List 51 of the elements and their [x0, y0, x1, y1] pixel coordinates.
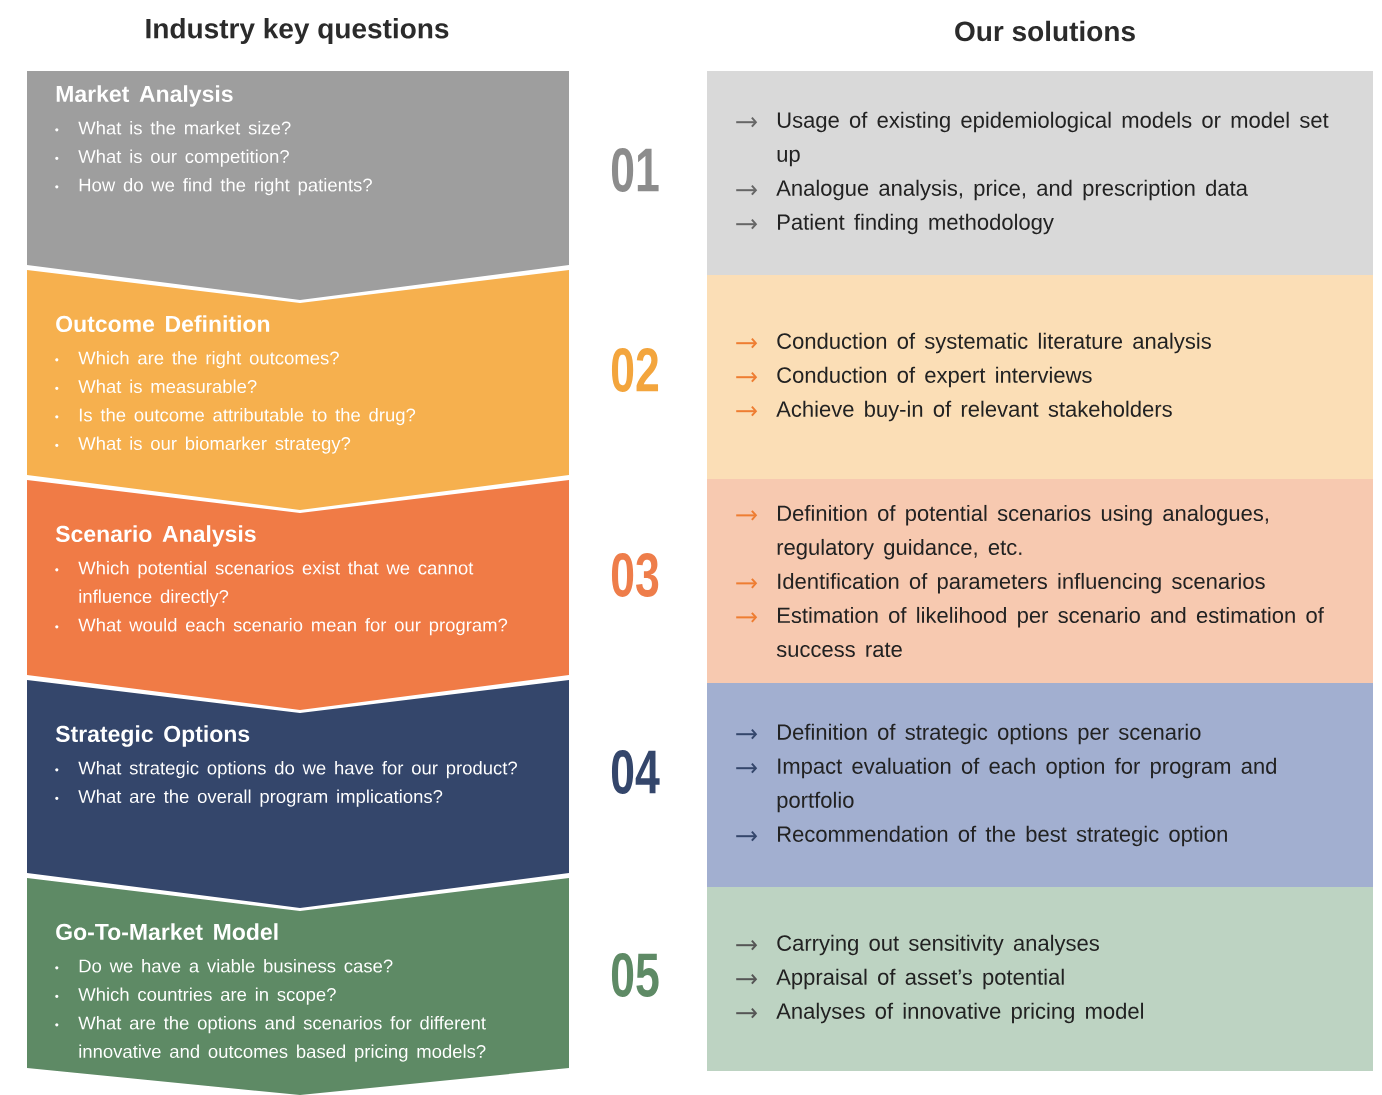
section-heading: Strategic Options	[55, 725, 250, 747]
solution-text: Conduction of expert interviews	[777, 366, 1092, 388]
question-text: Which potential scenarios exist that we cannot influence directly?	[78, 560, 474, 607]
question-text: What is our biomarker strategy?	[78, 436, 351, 454]
step-number: 03	[611, 553, 659, 597]
question-text: Is the outcome attributable to the drug?	[79, 407, 416, 426]
question-text: Which countries are in scope?	[78, 987, 336, 1005]
solution-box	[707, 683, 1373, 887]
solution-text: Analyses of innovative pricing model	[776, 1002, 1143, 1024]
section-heading: Market Analysis	[56, 85, 233, 107]
solution-box	[707, 275, 1373, 479]
chevron-box	[27, 878, 569, 1095]
solution-text: Definition of strategic options per scenario	[778, 723, 1201, 745]
solution-text: Recommendation of the best strategic option	[778, 825, 1227, 847]
solution-text: Definition of potential scenarios using analogues, regulatory guidance, etc.	[777, 504, 1268, 560]
question-text: How do we find the right patients?	[79, 177, 372, 196]
solution-text: Impact evaluation of each option for program and portfolio	[777, 757, 1276, 813]
solution-text: Estimation of likelihood per scenario and estimation of success rate	[776, 606, 1324, 658]
question-text: What are the overall program implications?	[78, 789, 443, 807]
chevron-box	[27, 270, 569, 510]
step-number: 02	[611, 348, 659, 392]
column-heading: Our solutions	[955, 20, 1135, 42]
solution-text: Conduction of systematic literature analysis	[777, 332, 1211, 354]
question-text: What would each scenario mean for our program?	[78, 617, 508, 636]
section-heading: Scenario Analysis	[55, 525, 256, 547]
question-text: What is our competition?	[78, 149, 289, 167]
solution-text: Patient finding methodology	[778, 213, 1054, 235]
solution-text: Appraisal of asset’s potential	[776, 968, 1064, 990]
step-number: 04	[611, 750, 660, 794]
question-text: What is the market size?	[78, 120, 291, 135]
question-text: Which are the right outcomes?	[78, 350, 339, 369]
solution-box	[707, 479, 1373, 683]
question-text: What is measurable?	[78, 379, 257, 394]
question-text: What are the options and scenarios for different innovative and outcomes based pricing models?	[78, 1015, 486, 1062]
chevron-box	[27, 71, 569, 300]
solution-text: Identification of parameters influencing scenarios	[778, 572, 1265, 594]
solution-box	[707, 887, 1373, 1071]
chevron-box	[27, 480, 569, 710]
solution-text: Carrying out sensitivity analyses	[777, 934, 1099, 956]
step-number: 05	[611, 953, 659, 997]
question-text: What strategic options do we have for our product?	[78, 760, 517, 779]
section-heading: Outcome Definition	[56, 315, 270, 333]
solution-text: Usage of existing epidemiological models or model set up	[777, 111, 1329, 167]
solution-text: Analogue analysis, price, and prescription data	[776, 179, 1248, 201]
chevron-box	[27, 680, 569, 908]
solution-box	[707, 71, 1373, 275]
column-heading: Industry key questions	[146, 17, 449, 45]
section-heading: Go-To-Market Model	[56, 923, 278, 941]
step-number: 01	[611, 148, 659, 192]
question-text: Do we have a viable business case?	[79, 958, 393, 973]
solution-text: Achieve buy-in of relevant stakeholders	[776, 400, 1172, 422]
